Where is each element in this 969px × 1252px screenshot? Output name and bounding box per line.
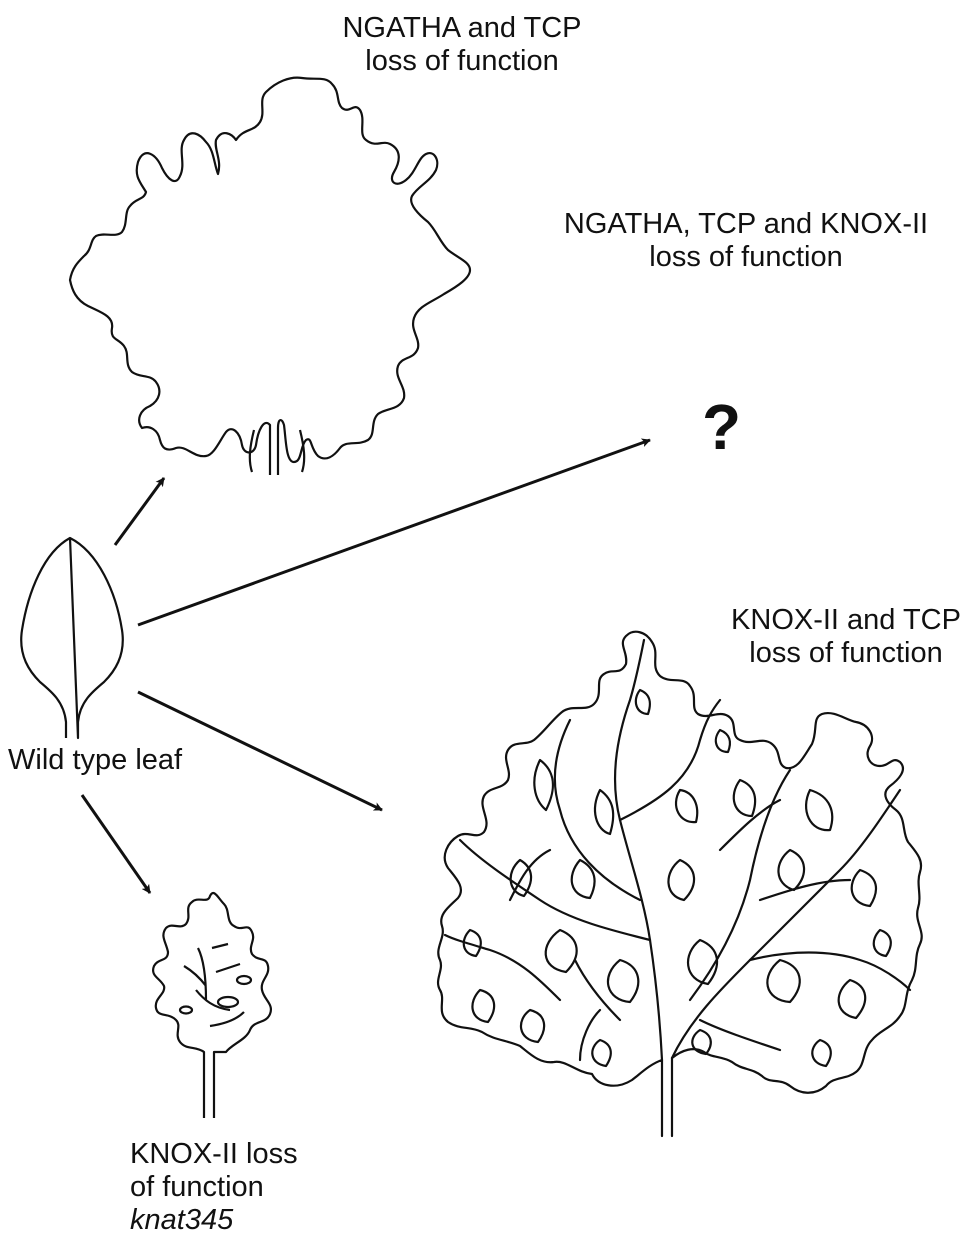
wild-type-leaf (21, 538, 123, 738)
knox-tcp-leaf (438, 632, 922, 1136)
label-knox: KNOX-II loss of function knat345 (130, 1138, 298, 1237)
label-knox-tcp: KNOX-II and TCP loss of function (731, 604, 961, 670)
label-knox-allele: knat345 (130, 1204, 234, 1236)
label-ngatha-tcp-knox-line1: NGATHA, TCP and KNOX-II (563, 208, 929, 240)
label-ngatha-tcp-line1: NGATHA and TCP (342, 12, 582, 44)
ngatha-tcp-leaf (70, 78, 470, 475)
label-knox-tcp-line2: loss of function (749, 637, 943, 669)
arrow-to-knox (82, 795, 150, 893)
unknown-phenotype-mark: ? (702, 391, 742, 463)
label-wild-type: Wild type leaf (8, 744, 183, 776)
label-ngatha-tcp-line2: loss of function (365, 45, 559, 77)
knox-leaf (153, 893, 271, 1118)
arrow-to-knox-tcp (138, 692, 383, 810)
arrow-to-unknown (138, 438, 651, 625)
label-knox-line1: KNOX-II loss (130, 1138, 298, 1170)
label-ngatha-tcp-knox: NGATHA, TCP and KNOX-II loss of function (564, 208, 928, 274)
label-knox-line2: of function (130, 1171, 264, 1203)
label-ngatha-tcp-knox-line2: loss of function (649, 241, 843, 273)
arrow-to-ngatha-tcp (115, 478, 164, 545)
label-knox-tcp-line1: KNOX-II and TCP (731, 604, 961, 636)
label-ngatha-tcp: NGATHA and TCP loss of function (342, 12, 581, 78)
